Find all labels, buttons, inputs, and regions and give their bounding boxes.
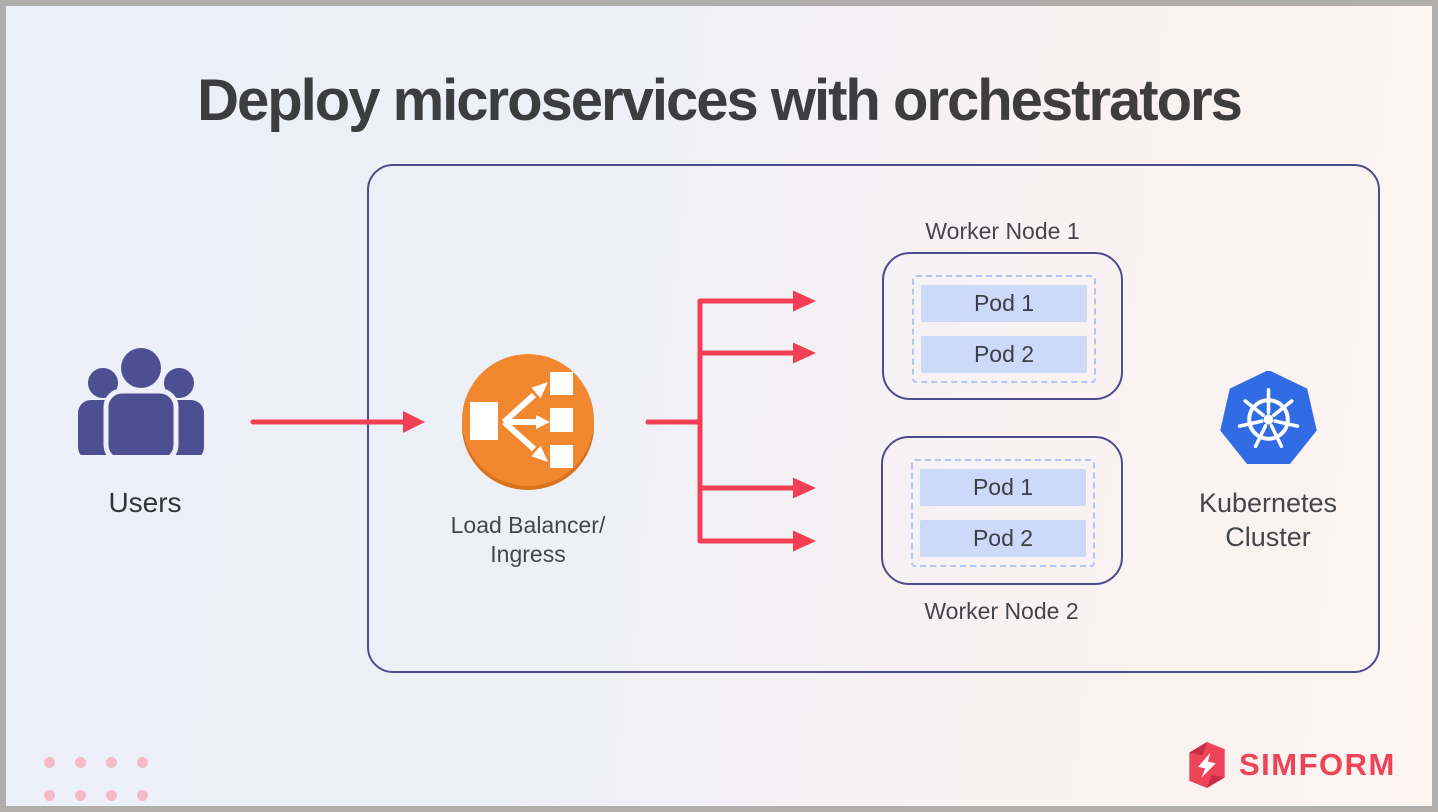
kubernetes-label-line1: Kubernetes	[1198, 488, 1338, 518]
dot	[137, 790, 148, 801]
users-label: Users	[108, 487, 182, 518]
decorative-dot-grid	[44, 757, 148, 801]
pod: Pod 2	[920, 520, 1086, 557]
dot	[75, 757, 86, 768]
dot	[137, 757, 148, 768]
worker-node-1-box: Pod 1 Pod 2	[882, 252, 1123, 400]
dot	[44, 757, 55, 768]
dot	[44, 790, 55, 801]
load-balancer-label-line1: Load Balancer/	[450, 512, 606, 538]
pod: Pod 2	[921, 336, 1087, 373]
worker-node-2-label: Worker Node 2	[924, 598, 1079, 624]
pod: Pod 1	[920, 469, 1086, 506]
load-balancer-label: Load Balancer/ Ingress	[398, 511, 658, 569]
cluster-boundary-box	[367, 164, 1380, 673]
worker-node-1-label: Worker Node 1	[925, 218, 1080, 244]
worker-node-1-pod-group: Pod 1 Pod 2	[912, 275, 1096, 383]
pod: Pod 1	[921, 285, 1087, 322]
simform-logo-icon	[1189, 742, 1225, 788]
kubernetes-cluster-label: Kubernetes Cluster	[1158, 486, 1378, 554]
load-balancer-icon	[462, 354, 594, 490]
brand-logo-text: SIMFORM	[1239, 747, 1396, 782]
dot	[106, 790, 117, 801]
users-icon	[78, 348, 204, 455]
brand-logo: SIMFORM	[1184, 739, 1396, 791]
dot	[75, 790, 86, 801]
kubernetes-logo-icon	[1220, 371, 1317, 465]
worker-node-2-box: Pod 1 Pod 2	[881, 436, 1123, 585]
load-balancer-label-line2: Ingress	[490, 541, 566, 567]
page-title: Deploy microservices with orchestrators	[197, 67, 1243, 133]
kubernetes-label-line2: Cluster	[1225, 522, 1311, 552]
worker-node-2-pod-group: Pod 1 Pod 2	[911, 459, 1095, 567]
dot	[106, 757, 117, 768]
